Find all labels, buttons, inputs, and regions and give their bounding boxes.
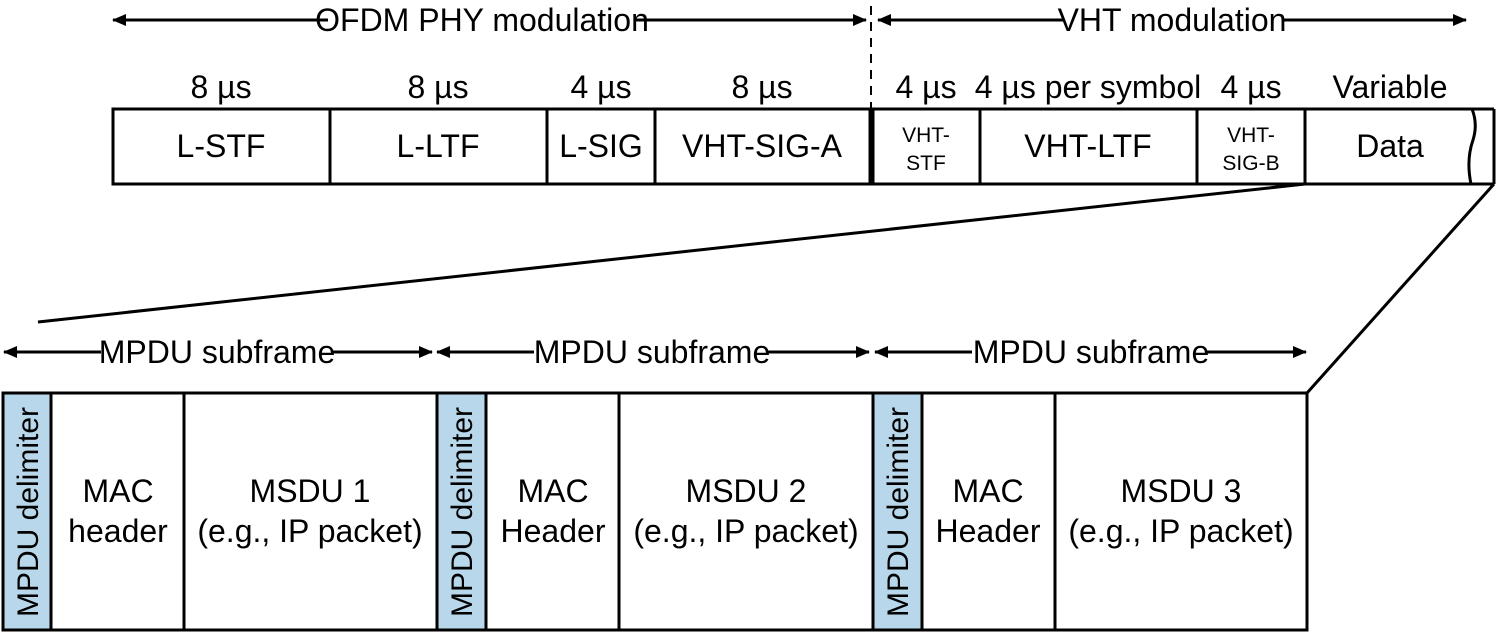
mpdu-subframe-span-2: MPDU subframe	[436, 334, 870, 370]
ppdu-field-row: L-STF L-LTF L-SIG VHT-SIG-A VHT- STF VHT…	[111, 107, 1496, 186]
field-vhtstf-line1: VHT-	[902, 124, 950, 147]
mac-header-line2-2: Header	[501, 513, 606, 549]
duration-data: Variable	[1332, 69, 1447, 105]
duration-vhtltf: 4 µs per symbol	[975, 69, 1202, 105]
mac-header-line1-2: MAC	[517, 473, 588, 509]
mpdu-subframe-label-3: MPDU subframe	[973, 334, 1210, 370]
ampdu-row: MPDU delimiter MAC header MSDU 1 (e.g., …	[1, 391, 1309, 632]
mpdu-subframe-label-2: MPDU subframe	[534, 334, 771, 370]
field-data: Data	[1356, 128, 1424, 164]
mpdu-subframe-label-1: MPDU subframe	[99, 334, 336, 370]
duration-lsig: 4 µs	[570, 69, 631, 105]
ofdm-span-arrow: OFDM PHY modulation	[112, 2, 867, 38]
duration-lltf: 8 µs	[407, 69, 468, 105]
vht-modulation-label: VHT modulation	[1058, 2, 1287, 38]
field-vhtltf: VHT-LTF	[1024, 128, 1151, 164]
duration-labels: 8 µs 8 µs 4 µs 8 µs 4 µs 4 µs per symbol…	[190, 69, 1447, 105]
vht-span-arrow: VHT modulation	[877, 2, 1467, 38]
msdu-line2-3: (e.g., IP packet)	[1068, 513, 1293, 549]
field-lsig: L-SIG	[559, 128, 643, 164]
mpdu-subframe-span-3: MPDU subframe	[874, 334, 1307, 370]
msdu-line1-3: MSDU 3	[1121, 473, 1242, 509]
field-vhtsigb-line1: VHT-	[1227, 124, 1275, 147]
duration-vhtstf: 4 µs	[895, 69, 956, 105]
msdu-line2-2: (e.g., IP packet)	[633, 513, 858, 549]
mpdu-delimiter-box-3	[871, 391, 924, 632]
mac-header-line1-1: MAC	[82, 473, 153, 509]
msdu-line1-1: MSDU 1	[250, 473, 371, 509]
field-vhtsiga: VHT-SIG-A	[682, 128, 843, 164]
mpdu-subframe-span-1: MPDU subframe	[3, 334, 433, 370]
mpdu-delimiter-box-2	[435, 391, 488, 632]
mac-header-line1-3: MAC	[952, 473, 1023, 509]
mac-header-line2-1: header	[68, 513, 168, 549]
data-field-box	[1303, 107, 1477, 186]
duration-vhtsigb: 4 µs	[1220, 69, 1281, 105]
expansion-line-right	[1305, 182, 1496, 395]
field-lstf: L-STF	[177, 128, 266, 164]
mpdu-delimiter-label-1: MPDU delimiter	[12, 407, 45, 617]
msdu-line2-1: (e.g., IP packet)	[197, 513, 422, 549]
mpdu-delimiter-label-2: MPDU delimiter	[446, 407, 479, 617]
field-vhtstf-line2: STF	[906, 152, 946, 175]
duration-lstf: 8 µs	[190, 69, 251, 105]
msdu-line1-2: MSDU 2	[686, 473, 807, 509]
field-lltf: L-LTF	[397, 128, 480, 164]
mpdu-delimiter-label-3: MPDU delimiter	[882, 407, 915, 617]
expansion-line-left	[37, 182, 1306, 324]
duration-vhtsiga: 8 µs	[731, 69, 792, 105]
field-vhtsigb-line2: SIG-B	[1222, 152, 1279, 175]
mac-header-line2-3: Header	[936, 513, 1041, 549]
ofdm-modulation-label: OFDM PHY modulation	[315, 2, 649, 38]
